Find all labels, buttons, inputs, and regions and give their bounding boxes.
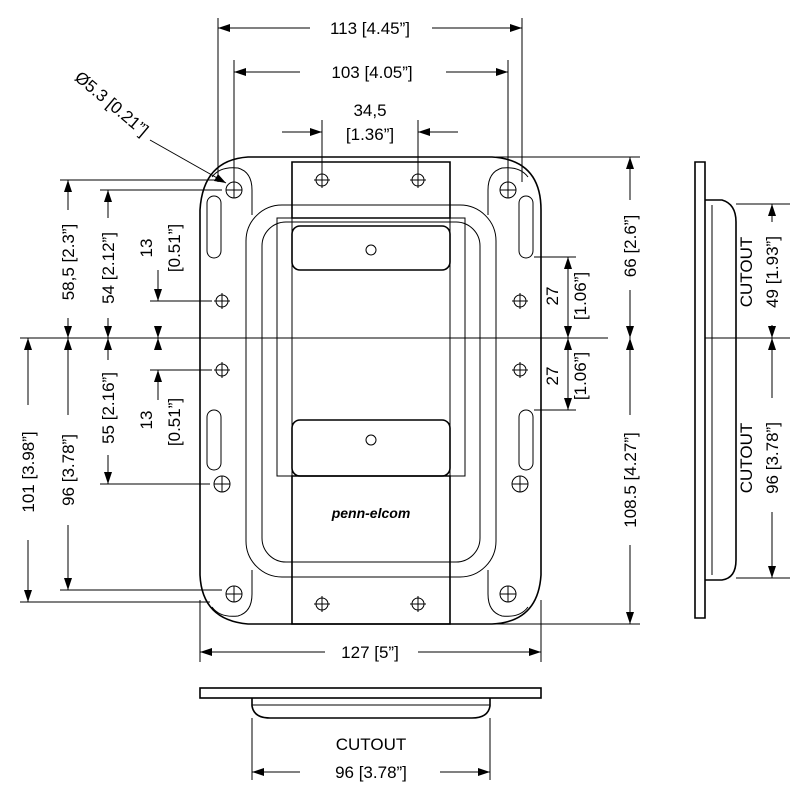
dim-27-upper: 27 — [543, 287, 562, 306]
dim-345: 34,5 — [353, 101, 386, 120]
hinge-bottom — [291, 475, 451, 625]
rivet — [365, 244, 377, 256]
dim-585: 58,5 [2.3”] — [59, 224, 78, 301]
dim-103: 103 [4.05”] — [331, 63, 412, 82]
dim-345-inch: [1.36”] — [346, 125, 394, 144]
slot — [518, 195, 534, 259]
brand-logo: penn-elcom — [331, 505, 411, 521]
side-cutout-lower-label: CUTOUT — [737, 423, 756, 494]
hinge-top — [291, 161, 451, 219]
dim-66: 66 [2.6”] — [621, 215, 640, 277]
dim-1085: 108.5 [4.27”] — [621, 432, 640, 527]
dim-27-lower: 27 — [543, 367, 562, 386]
recess-pan-inner — [261, 221, 481, 563]
slot — [518, 409, 534, 471]
side-pan — [705, 199, 737, 581]
dim-96-left: 96 [3.78”] — [59, 434, 78, 506]
rivet — [365, 434, 377, 446]
dim-13-upper-inch: [0.51”] — [165, 224, 184, 272]
side-cutout-upper-dim: 49 [1.93”] — [763, 236, 782, 308]
dim-127: 127 [5”] — [341, 643, 399, 662]
dim-13-upper: 13 — [137, 239, 156, 258]
side-plate — [694, 161, 706, 619]
dim-54: 54 [2.12”] — [99, 232, 118, 304]
slot — [206, 409, 222, 471]
bottom-cutout-label: CUTOUT — [336, 735, 407, 754]
front-view: penn-elcom — [199, 156, 542, 625]
dim-27-upper-inch: [1.06”] — [571, 272, 590, 320]
dimension-labels: 113 [4.45”] 103 [4.05”] 34,5 [1.36”] Ø5.… — [19, 19, 782, 782]
dim-27-lower-inch: [1.06”] — [571, 352, 590, 400]
bottom-pan — [251, 698, 491, 719]
dim-13-lower: 13 — [137, 411, 156, 430]
dim-113: 113 [4.45”] — [330, 19, 410, 38]
handle-top — [291, 225, 451, 271]
slot — [206, 195, 222, 259]
side-cutout-lower-dim: 96 [3.78”] — [763, 422, 782, 494]
handle-body — [276, 217, 466, 477]
side-view — [694, 161, 790, 619]
mounting-holes — [213, 172, 529, 612]
dim-55: 55 [2.16”] — [99, 372, 118, 444]
bottom-view — [199, 687, 542, 780]
dim-101: 101 [3.98”] — [19, 431, 38, 512]
corner-rib — [211, 570, 253, 617]
recess-pan-outer — [245, 204, 497, 578]
bottom-cutout-dim: 96 [3.78”] — [335, 763, 407, 782]
handle-bottom-grip — [291, 419, 451, 477]
side-cutout-upper-label: CUTOUT — [737, 237, 756, 308]
plate-outline — [199, 156, 542, 625]
corner-rib — [487, 570, 529, 617]
dim-13-lower-inch: [0.51”] — [165, 398, 184, 446]
dim-hole-diameter: Ø5.3 [0.21”] — [71, 68, 152, 140]
dimension-lines — [24, 24, 634, 656]
bottom-plate — [199, 687, 542, 699]
